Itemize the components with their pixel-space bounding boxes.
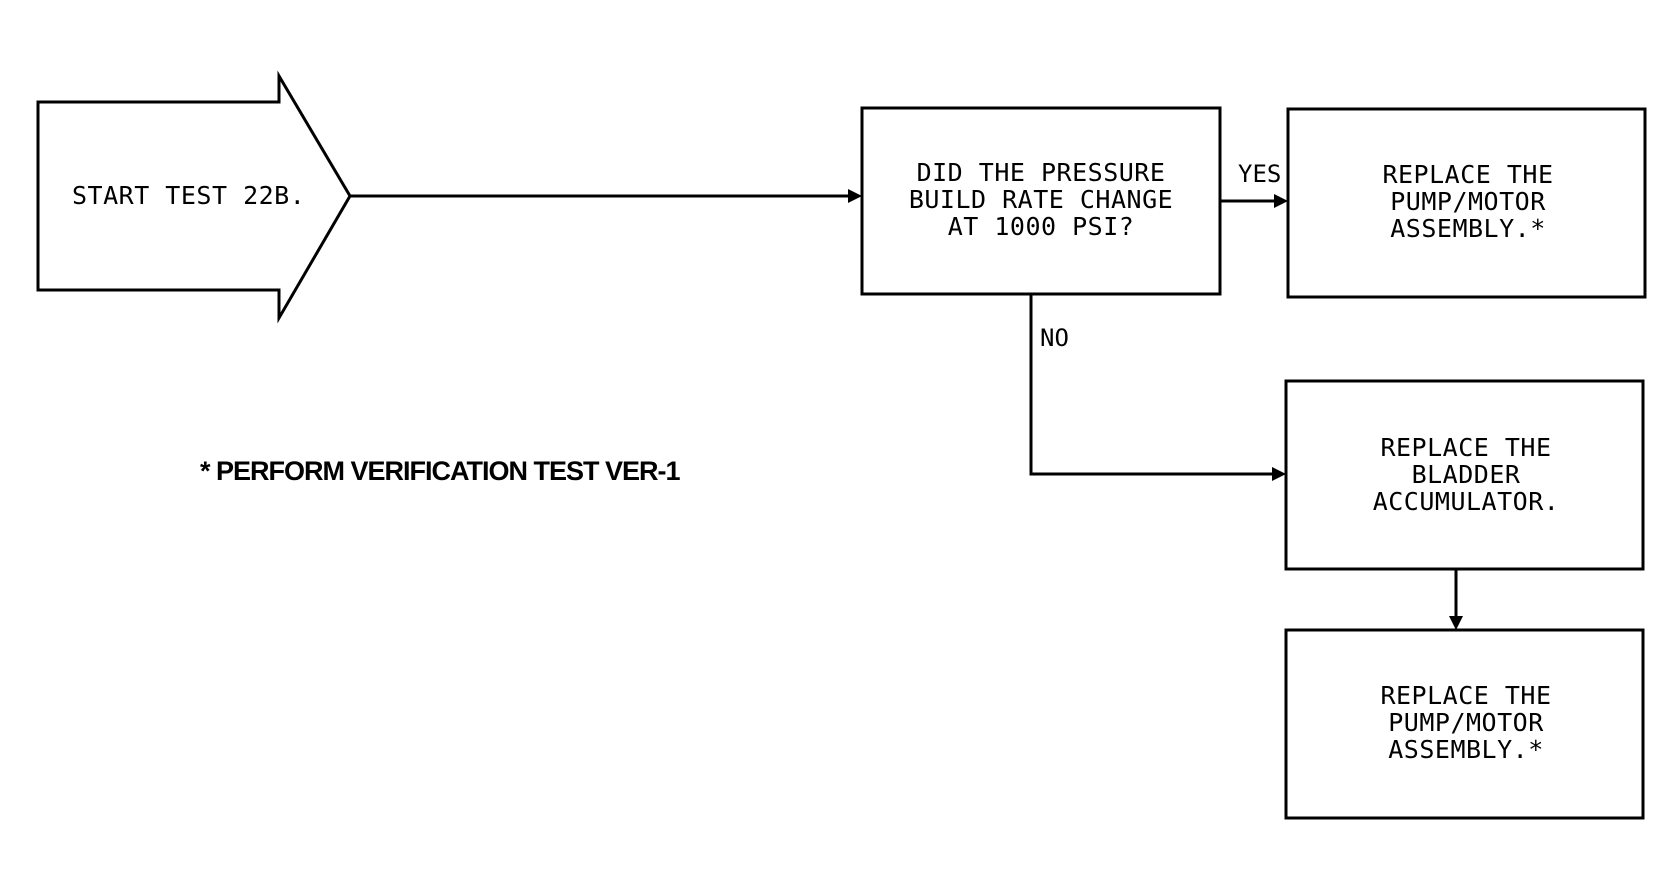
action-no-box	[1284, 379, 1645, 571]
action-yes-line-1: REPLACE THE	[1382, 160, 1553, 189]
action-yes-line-3: ASSEMBLY.*	[1390, 214, 1546, 243]
action-no-line-2: BLADDER	[1412, 460, 1521, 489]
action-final-line-1: REPLACE THE	[1380, 681, 1551, 710]
yes-label: YES	[1238, 160, 1281, 188]
action-yes-box	[1286, 107, 1647, 299]
no-label: NO	[1040, 324, 1069, 352]
connector-start-to-decision	[350, 189, 862, 203]
decision-line-2: BUILD RATE CHANGE	[909, 185, 1173, 214]
decision-line-1: DID THE PRESSURE	[917, 158, 1166, 187]
action-yes-line-2: PUMP/MOTOR	[1390, 187, 1546, 216]
action-final-node: REPLACE THE PUMP/MOTOR ASSEMBLY.*	[1284, 628, 1645, 820]
action-final-box	[1284, 628, 1645, 820]
decision-box	[860, 106, 1222, 296]
action-no-line-1: REPLACE THE	[1380, 433, 1551, 462]
action-no-node: REPLACE THE BLADDER ACCUMULATOR.	[1284, 379, 1645, 571]
decision-node: DID THE PRESSURE BUILD RATE CHANGE AT 10…	[860, 106, 1222, 296]
action-final-line-3: ASSEMBLY.*	[1388, 735, 1544, 764]
action-yes-node: REPLACE THE PUMP/MOTOR ASSEMBLY.*	[1286, 107, 1647, 299]
decision-line-3: AT 1000 PSI?	[948, 212, 1135, 241]
start-arrow-shape	[36, 70, 352, 324]
start-node: START TEST 22B.	[36, 70, 352, 324]
verification-note: * PERFORM VERIFICATION TEST VER-1	[200, 456, 681, 486]
start-label: START TEST 22B.	[72, 181, 305, 210]
connector-yes: YES	[1220, 160, 1288, 208]
connector-no: NO	[1029, 294, 1286, 481]
action-no-line-3: ACCUMULATOR.	[1373, 487, 1560, 516]
action-final-line-2: PUMP/MOTOR	[1388, 708, 1544, 737]
connector-no-to-final	[1449, 569, 1463, 630]
